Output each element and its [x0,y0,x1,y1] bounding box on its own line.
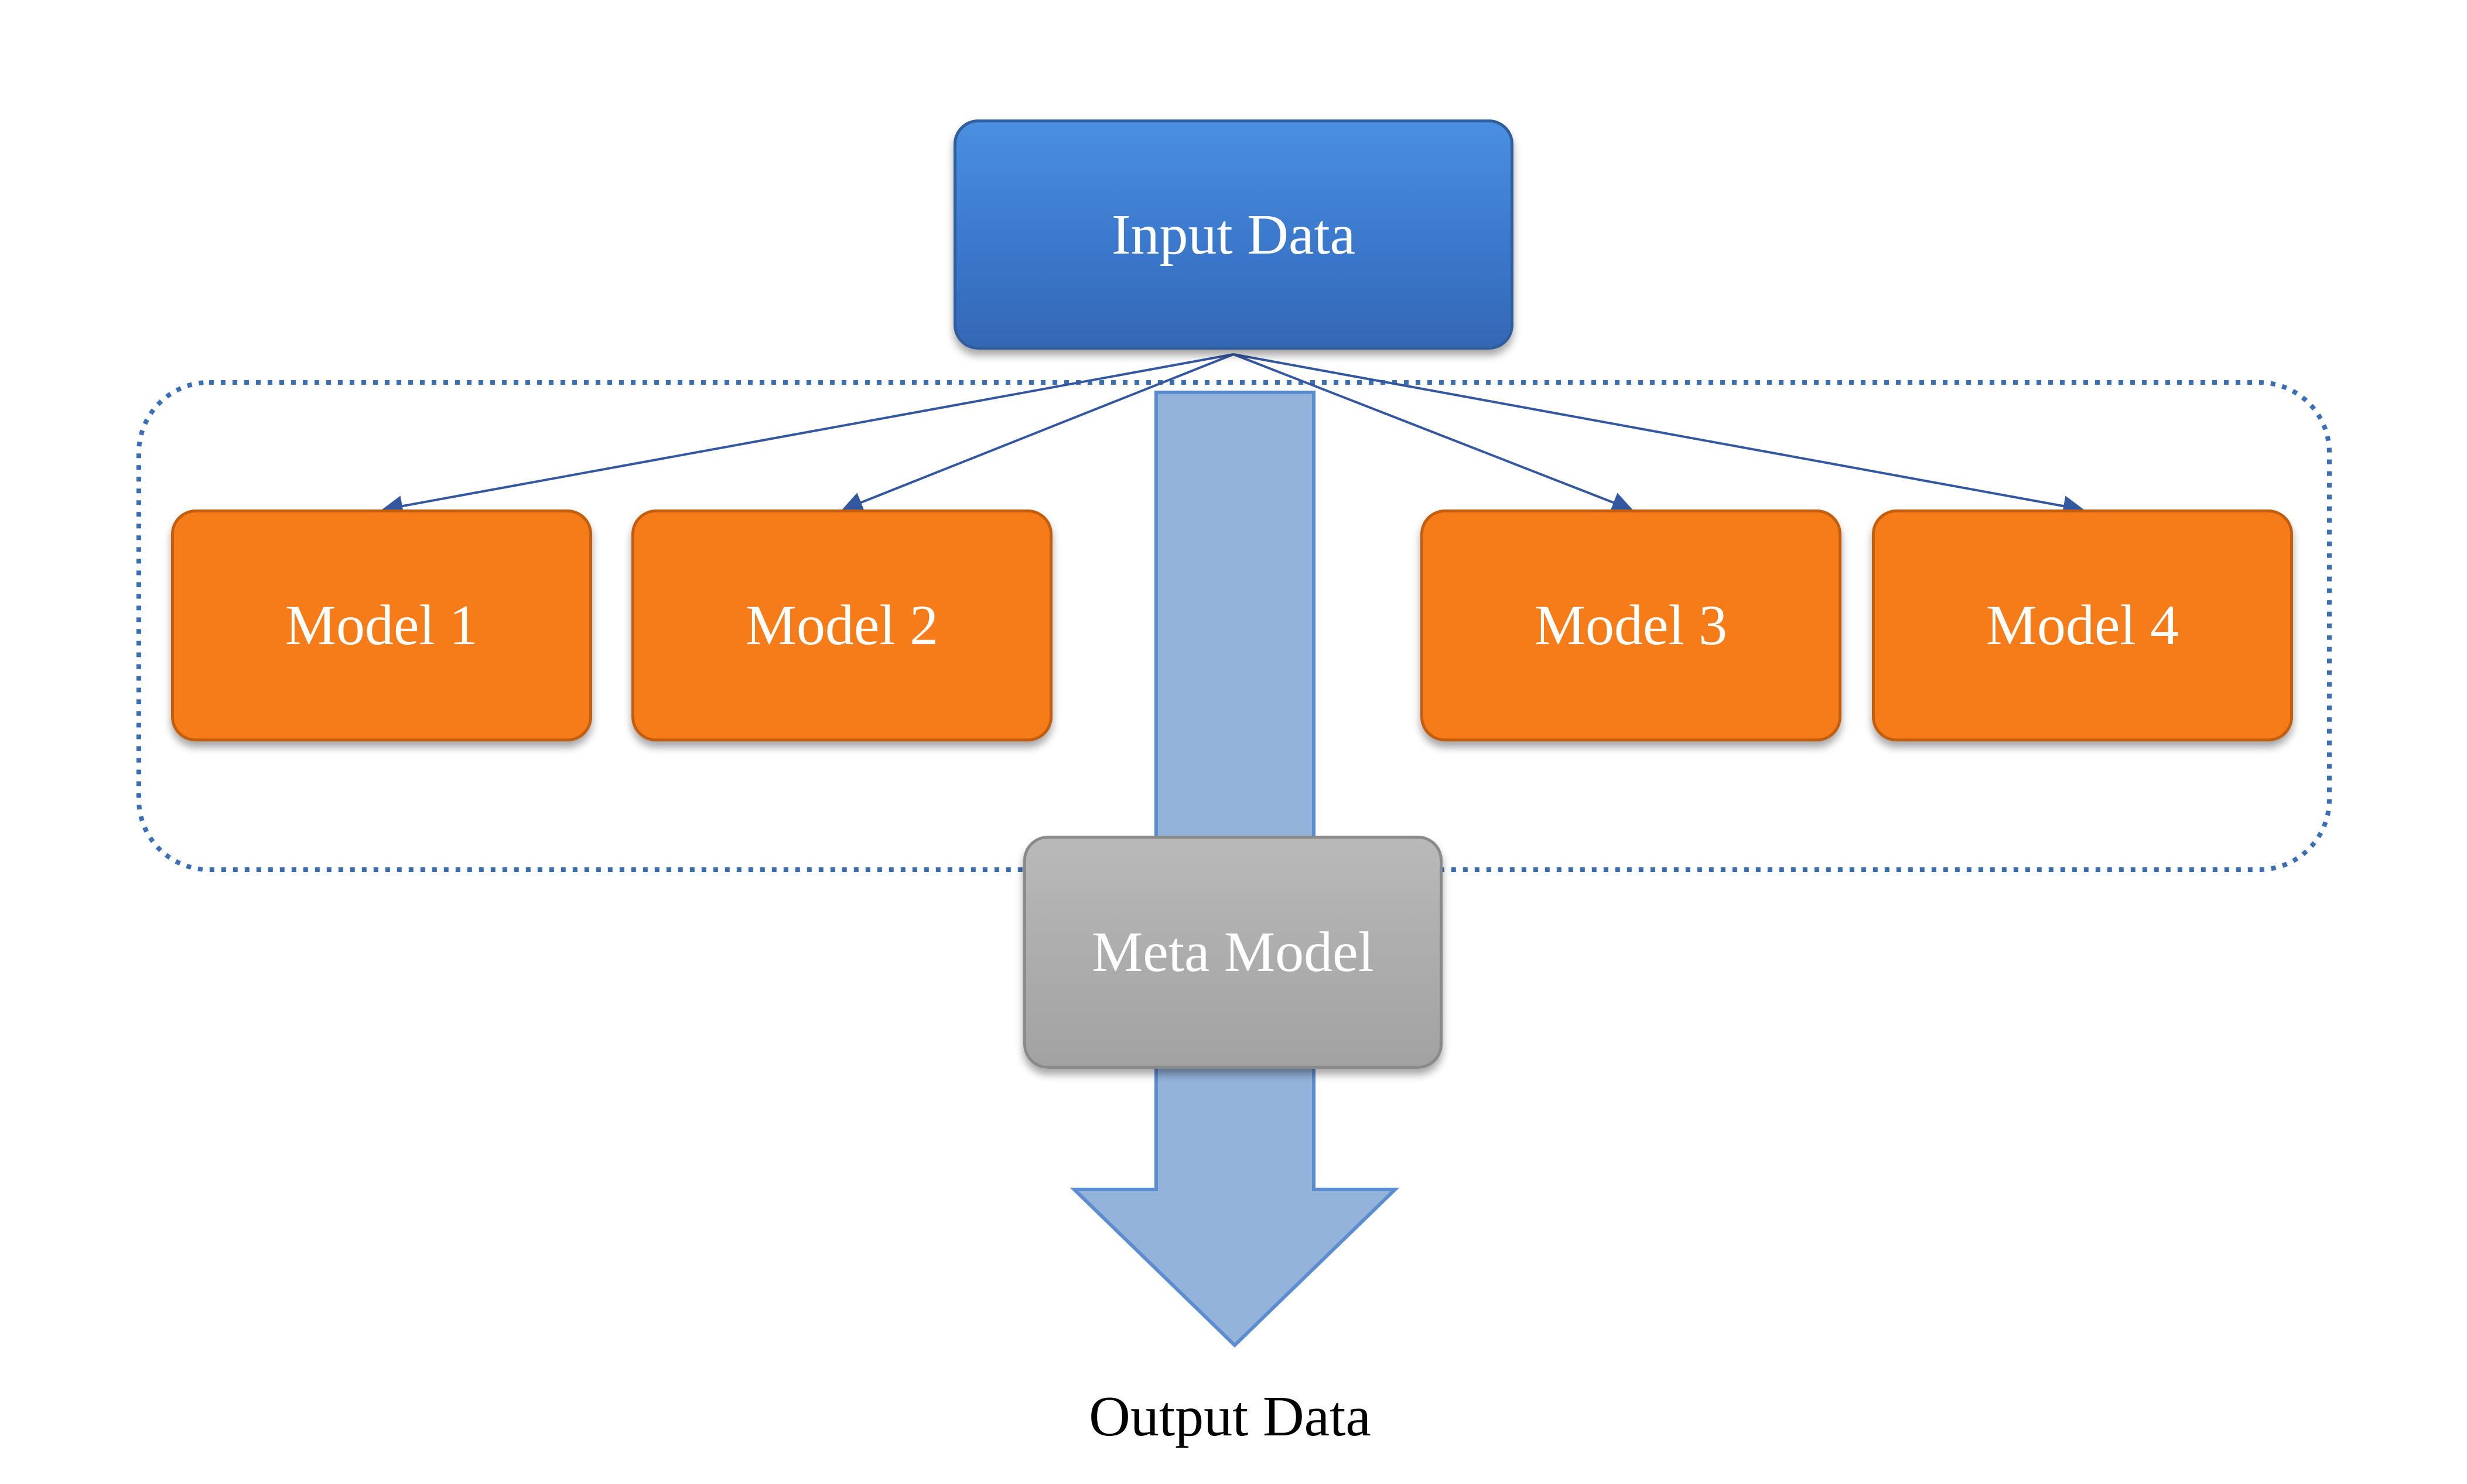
model-2-label: Model 2 [745,594,939,657]
model-3-label: Model 3 [1534,594,1728,657]
model-3-node: Model 3 [1420,510,1841,741]
model-1-label: Model 1 [285,594,479,657]
connector-to-model-3 [1233,353,1634,512]
output-data-label: Output Data [1089,1385,1371,1448]
connector-to-model-1 [381,353,1234,517]
connector-to-model-4 [1233,353,2085,517]
model-2-node: Model 2 [631,510,1053,741]
model-4-label: Model 4 [1986,594,2179,657]
meta-model-node: Meta Model [1023,836,1443,1069]
model-1-node: Model 1 [171,510,592,741]
connector-to-model-2 [841,353,1234,512]
meta-model-label: Meta Model [1092,921,1374,984]
model-4-node: Model 4 [1872,510,2293,741]
input-data-node: Input Data [954,119,1513,350]
input-data-label: Input Data [1111,203,1356,266]
model-group-boundary [136,380,2332,872]
